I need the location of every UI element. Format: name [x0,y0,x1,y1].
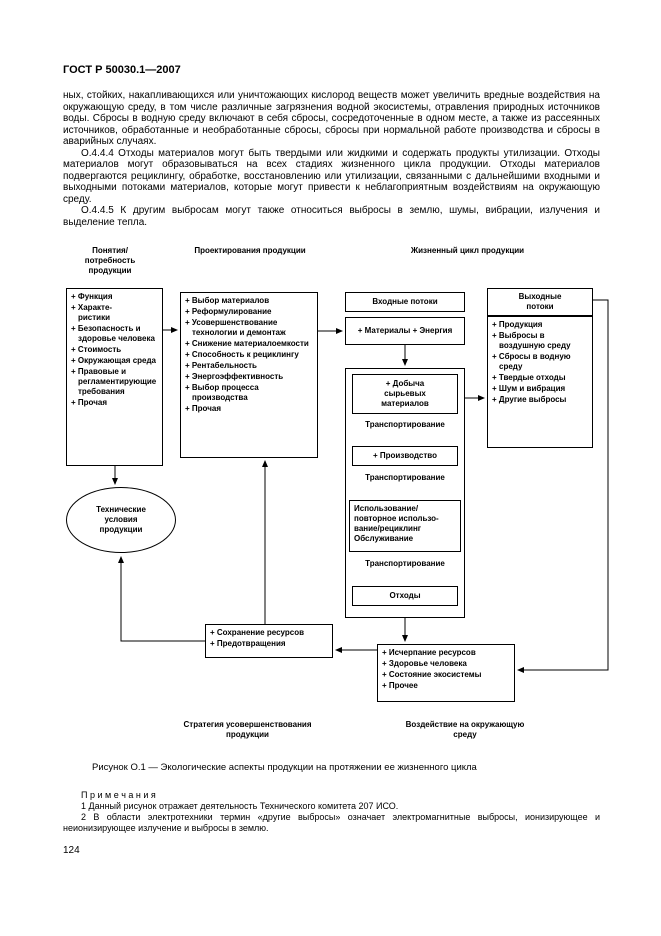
list-item: + Способность к рециклингу [185,350,299,359]
list-item: + Состояние экосистемы [382,670,482,679]
list-item: + Исчерпание ресурсов [382,648,476,657]
arrow-strategy-to-spec [118,556,205,642]
list-item: + Безопасность и здоровье человека [71,324,155,343]
document-header: ГОСТ Р 50030.1—2007 [63,64,181,76]
use-box: Использование/ повторное использо- вание… [349,500,461,552]
list-item: + Функция [71,292,113,301]
list-item: + Твердые отходы [492,373,566,382]
output-flows-header-box: Выходные потоки [487,288,593,316]
note-item: 1 Данный рисунок отражает деятельность Т… [81,801,399,811]
paragraph: ных, стойких, накапливающихся или уничто… [63,90,600,147]
impact-box: + Исчерпание ресурсов + Здоровье человека… [377,644,515,702]
output-flows-box: + Продукция + Выбросы в воздушную среду + … [487,316,593,448]
list-item: + Рентабельность [185,361,257,370]
notes-block: П р и м е ч а н и я 1 Данный рисунок отр… [63,790,600,834]
list-item: + Выбросы в воздушную среду [492,331,571,350]
body-text: ных, стойких, накапливающихся или уничто… [63,90,600,228]
transport-label-2: Транспортирование [365,473,445,482]
list-item: + Другие выбросы [492,395,567,404]
list-item: + Продукция [492,320,543,329]
materials-energy-box: + Материалы + Энергия [345,317,465,345]
list-item: + Выбор материалов [185,296,270,305]
page-number: 124 [63,845,80,856]
list-item: + Предотвращения [210,639,286,648]
extraction-box: + Добыча сырьевых материалов [352,374,458,414]
transport-label-1: Транспортирование [365,420,445,429]
list-item: + Сохранение ресурсов [210,628,305,637]
design-box: + Выбор материалов + Реформулирование + Ус… [180,292,318,458]
waste-box: Отходы [352,586,458,606]
list-item: + Окружающая среда [71,356,156,365]
list-item: + Стоимость [71,345,122,354]
list-item: + Правовые и регламентирующие требования [71,367,157,396]
transport-label-3: Транспортирование [365,559,445,568]
needs-box: + Функция + Характе- ристики + Безопасност… [66,288,163,466]
list-item: + Сбросы в водную среду [492,352,571,371]
list-item: + Прочее [382,681,418,690]
column-header-needs: Понятия/ потребность продукции [84,246,136,275]
list-item: + Выбор процесса производства [185,383,259,402]
bottom-label-strategy: Стратегия усовершенствования продукции [183,720,312,739]
list-item: + Снижение материалоемкости [185,339,309,348]
paragraph: О.4.4.4 Отходы материалов могут быть тве… [63,147,600,205]
column-header-design: Проектирования продукции [194,246,306,255]
list-item: + Реформулирование [185,307,272,316]
list-item: + Характе- ристики [71,303,113,322]
list-item: + Прочая [185,404,221,413]
bottom-label-impact: Воздействие на окружающую среду [405,720,525,739]
list-item: + Энергоэффективность [185,372,284,381]
list-item: + Прочая [71,398,107,407]
figure-caption: Рисунок О.1 — Экологические аспекты прод… [92,762,477,773]
strategy-box: + Сохранение ресурсов + Предотвращения [205,624,333,658]
product-spec-ellipse: Технические условия продукции [66,487,176,553]
notes-title: П р и м е ч а н и я [81,790,156,800]
list-item: + Шум и вибрация [492,384,566,393]
note-item: 2 В области электротехники термин «други… [63,812,600,833]
paragraph: О.4.4.5 К другим выбросам могут также от… [63,205,600,228]
list-item: + Здоровье человека [382,659,467,668]
list-item: + Усовершенствование технологии и демонт… [185,318,286,337]
column-header-lifecycle: Жизненный цикл продукции [410,246,525,255]
input-flows-header-box: Входные потоки [345,292,465,312]
production-box: + Производство [352,446,458,466]
